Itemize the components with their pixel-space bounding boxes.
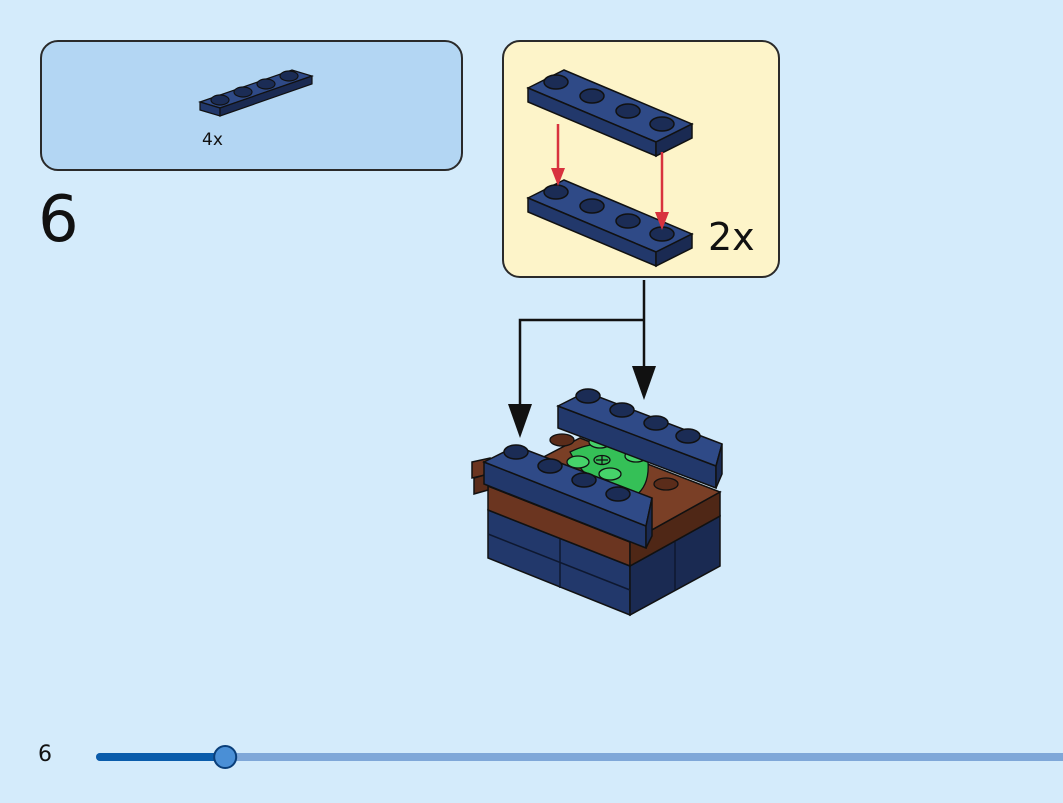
sub-assembly-callout: 2x — [502, 40, 780, 278]
plate-1x4-icon — [198, 69, 314, 117]
model-assembly-illustration — [471, 388, 723, 617]
lower-plate — [526, 179, 694, 268]
page-number: 6 — [38, 742, 52, 767]
red-arrows — [551, 124, 669, 230]
progress-bar — [96, 745, 1063, 769]
parts-list-callout: 4x — [40, 40, 463, 171]
sub-assembly-quantity: 2x — [708, 215, 755, 259]
progress-knob — [213, 745, 238, 769]
step-number: 6 — [38, 183, 79, 257]
part-quantity: 4x — [202, 130, 223, 150]
upper-plate — [526, 69, 694, 158]
plate-stack-icon — [526, 69, 694, 268]
